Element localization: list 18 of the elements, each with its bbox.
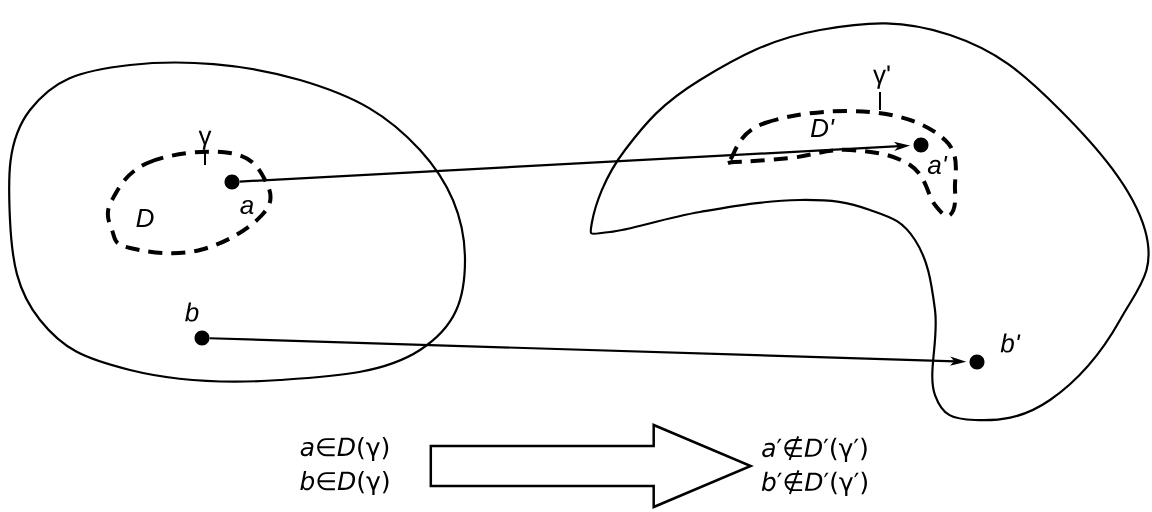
point-label: a <box>240 199 254 215</box>
region-label: D <box>136 209 154 227</box>
region-label: D' <box>810 119 835 137</box>
contour-label: γ <box>198 130 212 166</box>
formula-text: a′∉D′(γ′) b′∉D′(γ′) <box>761 435 867 497</box>
point-dot <box>224 174 240 190</box>
point-dot <box>969 354 985 370</box>
point-dot <box>194 330 210 346</box>
region-outline <box>7 61 467 383</box>
formula-text: a∈D(γ) b∈D(γ) <box>300 436 389 496</box>
contour-label: γ' <box>873 65 890 111</box>
point-label: a' <box>927 155 948 175</box>
region-outline <box>589 22 1150 422</box>
point-label: b' <box>1000 333 1021 353</box>
dashed-contour <box>105 149 273 256</box>
point-label: b <box>185 302 199 322</box>
block-arrow <box>429 423 754 509</box>
point-dot <box>913 137 929 153</box>
